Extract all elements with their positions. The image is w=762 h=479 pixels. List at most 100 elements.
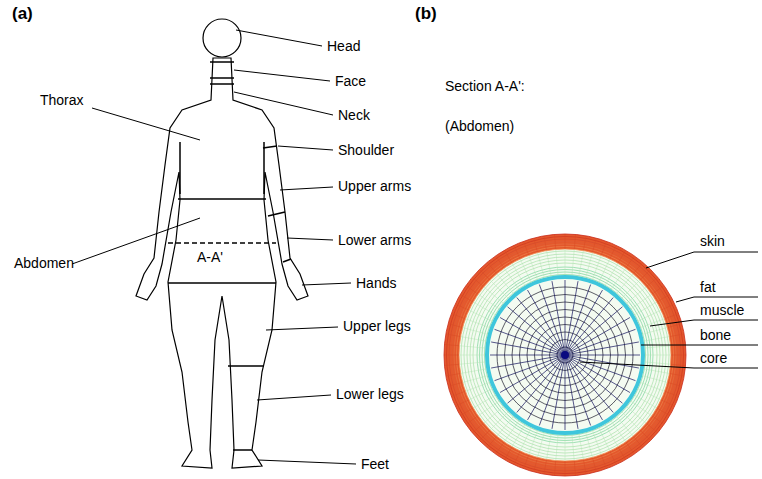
fat-mesh xyxy=(572,435,574,461)
skin-mesh xyxy=(466,416,478,425)
part-label: Lower arms xyxy=(338,232,411,249)
fat-mesh xyxy=(497,416,514,436)
knee-boundary xyxy=(228,365,264,367)
core-mesh xyxy=(495,355,565,381)
fat-mesh xyxy=(463,328,488,335)
leader-line xyxy=(72,218,200,264)
leader-line xyxy=(278,146,333,150)
skin-mesh xyxy=(610,451,616,465)
part-label: Face xyxy=(335,73,366,90)
head-outline xyxy=(203,19,241,57)
wrist-boundary xyxy=(283,259,291,262)
core-mesh xyxy=(565,355,630,393)
muscle-mesh xyxy=(480,270,651,441)
skin-mesh xyxy=(444,344,459,345)
fat-mesh xyxy=(504,421,519,442)
shoulder-boundary xyxy=(263,146,277,148)
fat-mesh xyxy=(634,302,657,315)
skin-mesh xyxy=(574,461,575,476)
core-mesh xyxy=(500,318,565,356)
skin-mesh xyxy=(671,355,686,356)
neck-boundary xyxy=(210,83,234,85)
skin-mesh xyxy=(652,416,664,425)
skin-mesh xyxy=(452,242,679,469)
fat-mesh xyxy=(640,382,664,391)
skin-mesh xyxy=(574,234,575,249)
skin-mesh xyxy=(444,234,686,476)
skin-mesh xyxy=(626,256,635,268)
skin-mesh xyxy=(455,304,469,310)
skin-mesh xyxy=(657,408,670,416)
skin-mesh xyxy=(618,447,626,460)
fat-mesh xyxy=(465,319,489,328)
fat-mesh xyxy=(642,376,667,383)
skin-mesh xyxy=(466,286,478,295)
part-label: Shoulder xyxy=(338,142,394,159)
skin-mesh xyxy=(669,373,684,376)
skin-mesh xyxy=(626,442,635,454)
skin-mesh xyxy=(544,459,547,474)
fat-mesh xyxy=(473,395,496,408)
section-line xyxy=(168,242,276,244)
fat-mesh xyxy=(461,369,487,374)
skin-mesh xyxy=(496,442,505,454)
hip-boundary xyxy=(168,282,276,284)
fat-mesh xyxy=(538,253,545,278)
part-label: Head xyxy=(327,38,360,55)
skin-mesh xyxy=(487,436,497,447)
fat-mesh xyxy=(520,428,531,452)
skin-mesh xyxy=(514,245,520,259)
skin-mesh xyxy=(633,436,643,447)
muscle-mesh xyxy=(485,275,646,436)
skin-mesh xyxy=(534,238,538,252)
fat-mesh xyxy=(640,319,664,328)
skin-mesh xyxy=(446,373,461,376)
fat-layer xyxy=(459,249,671,461)
skin-mesh xyxy=(505,447,513,460)
fat-mesh xyxy=(469,310,493,321)
core-mesh xyxy=(552,281,565,355)
core-mesh xyxy=(565,342,639,355)
part-label: Thorax xyxy=(40,92,84,109)
skin-mesh xyxy=(583,459,586,474)
leader-line xyxy=(257,395,331,400)
skin-mesh xyxy=(479,269,490,280)
skin-mesh xyxy=(657,295,670,303)
fat-mesh xyxy=(529,255,538,279)
fat-mesh xyxy=(622,412,640,430)
fat-mesh xyxy=(556,249,558,275)
fat-mesh xyxy=(645,355,671,356)
skin-mesh xyxy=(448,324,462,328)
skin-mesh xyxy=(583,236,586,251)
core-mesh xyxy=(565,355,591,425)
core-mesh xyxy=(565,355,578,429)
leader-line xyxy=(266,327,338,330)
skin-mesh xyxy=(449,239,681,471)
fat-mesh xyxy=(565,249,566,275)
ankle-boundary xyxy=(233,449,252,451)
skin-mesh xyxy=(554,461,555,476)
part-label: core xyxy=(700,350,727,367)
part-label: (Abdomen) xyxy=(445,118,514,135)
fat-mesh xyxy=(459,346,485,348)
skin-mesh xyxy=(640,430,651,441)
part-label: Feet xyxy=(361,456,389,473)
skin-mesh xyxy=(661,400,675,406)
part-label: bone xyxy=(700,327,731,344)
skin-mesh xyxy=(444,364,459,365)
fat-mesh xyxy=(616,416,633,436)
leader-line xyxy=(302,283,351,285)
shoulder-boundary xyxy=(179,142,181,194)
shoulder-boundary xyxy=(263,142,265,194)
fat-mesh xyxy=(490,280,508,298)
fat-mesh xyxy=(638,389,662,400)
part-label: A-A' xyxy=(197,249,223,266)
skin-mesh xyxy=(640,269,651,280)
skin-mesh xyxy=(618,250,626,263)
core-mesh xyxy=(491,355,565,368)
fat-mesh xyxy=(490,412,508,430)
fat-mesh xyxy=(478,294,499,309)
skin-mesh xyxy=(592,238,596,252)
skin-mesh xyxy=(487,262,497,273)
fat-mesh xyxy=(611,268,626,289)
